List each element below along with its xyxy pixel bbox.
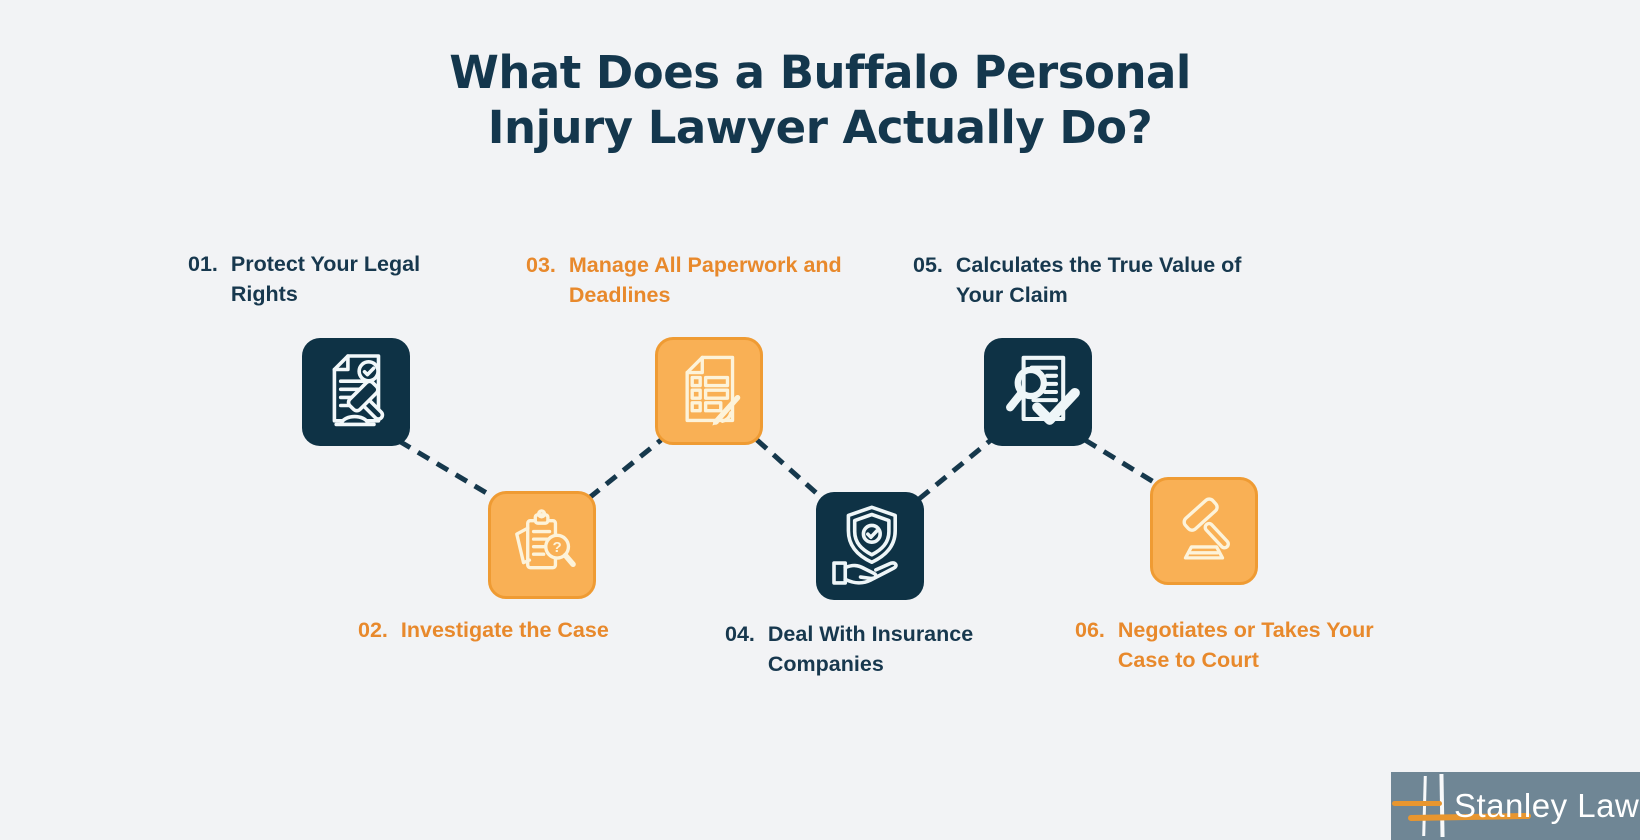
step-6-label: Negotiates or Takes Your Case to Court bbox=[1117, 618, 1374, 672]
checklist-pen-icon bbox=[685, 355, 741, 426]
step-4-number: 04. bbox=[725, 622, 755, 646]
step-item-1: 01. Protect Your Legal Rights bbox=[188, 250, 449, 309]
logo-text: Stanley Law bbox=[1454, 787, 1640, 824]
title-line-2: Injury Lawyer Actually Do? bbox=[487, 100, 1153, 154]
step-6-number: 06. bbox=[1075, 618, 1105, 642]
title-line-1: What Does a Buffalo Personal bbox=[449, 46, 1191, 99]
connector-line-3-4 bbox=[755, 438, 825, 501]
svg-text:?: ? bbox=[553, 539, 562, 556]
document-magnifier-check-icon bbox=[1006, 355, 1080, 425]
step-1-number: 01. bbox=[188, 252, 218, 276]
step-1-icon-box bbox=[302, 338, 410, 446]
step-5-label: Calculates the True Value of Your Claim bbox=[955, 253, 1242, 307]
step-item-2: 02. Investigate the Case bbox=[358, 616, 609, 646]
connector-line-5-6 bbox=[1083, 437, 1159, 487]
step-item-4: 04. Deal With Insurance Companies bbox=[725, 620, 1008, 679]
logo-hash-mark bbox=[1422, 775, 1427, 837]
step-4-icon-box bbox=[816, 492, 924, 600]
step-2-number: 02. bbox=[358, 618, 388, 642]
connector-line-2-3 bbox=[587, 438, 663, 500]
page-title: What Does a Buffalo Personal Injury Lawy… bbox=[0, 46, 1640, 156]
connector-line-4-5 bbox=[917, 438, 993, 501]
document-gavel-icon bbox=[332, 354, 385, 427]
stanley-law-logo: Stanley Law bbox=[1391, 772, 1640, 840]
step-1-label: Protect Your Legal Rights bbox=[230, 252, 421, 306]
connector-line-1-2 bbox=[397, 438, 497, 501]
step-3-number: 03. bbox=[526, 253, 556, 277]
shield-hand-icon bbox=[832, 505, 898, 585]
step-3-label: Manage All Paperwork and Deadlines bbox=[568, 253, 842, 307]
step-3-icon-box bbox=[655, 337, 763, 445]
step-2-label: Investigate the Case bbox=[400, 618, 609, 642]
gavel-icon bbox=[1182, 497, 1230, 560]
step-item-3: 03. Manage All Paperwork and Deadlines bbox=[526, 251, 869, 310]
logo-hash-mark bbox=[1392, 801, 1442, 806]
step-item-5: 05. Calculates the True Value of Your Cl… bbox=[913, 251, 1258, 310]
step-4-label: Deal With Insurance Companies bbox=[767, 622, 974, 676]
step-5-number: 05. bbox=[913, 253, 943, 277]
clipboard-magnifier-icon: ? bbox=[515, 509, 576, 570]
step-6-icon-box bbox=[1150, 477, 1258, 585]
step-item-6: 06. Negotiates or Takes Your Case to Cou… bbox=[1075, 616, 1410, 675]
step-2-icon-box: ? bbox=[488, 491, 596, 599]
step-5-icon-box bbox=[984, 338, 1092, 446]
